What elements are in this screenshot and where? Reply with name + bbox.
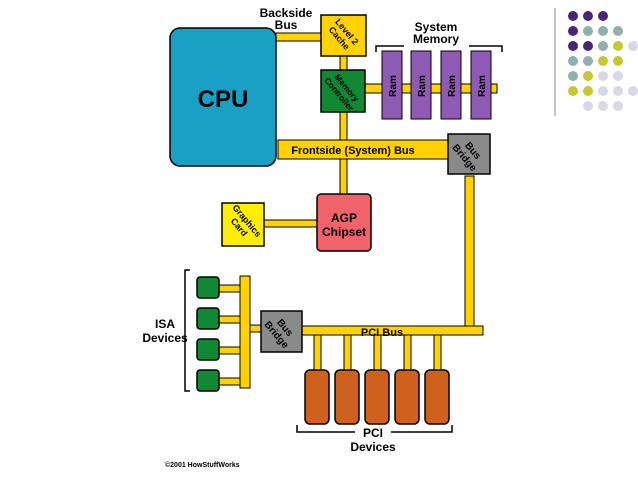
- graphics-card-block: Graphics Card: [221, 202, 265, 247]
- pci-drop-4: [403, 334, 412, 371]
- isa-device-1: [196, 276, 220, 299]
- decorative-dot-grid: [568, 11, 638, 111]
- frontside-bus-label: Frontside (System) Bus: [291, 145, 414, 157]
- level2-cache-block: Level 2 Cache: [320, 14, 367, 57]
- agp-chipset-label-line1: AGP: [331, 211, 357, 225]
- pci-devices: [304, 369, 450, 425]
- isa-stub-1: [217, 284, 241, 293]
- isa-stub-3: [217, 346, 241, 355]
- frontside-agp-link: [339, 158, 348, 196]
- backside-bus-label-line2: Bus: [275, 18, 298, 32]
- isa-device-4: [196, 369, 220, 392]
- bridge-pci-vertical: [464, 175, 475, 329]
- ram-module-1: Ram: [381, 50, 403, 120]
- isa-stub-4: [217, 377, 241, 386]
- copyright-text: ©2001 HowStuffWorks: [165, 461, 240, 469]
- isa-device-3: [196, 338, 220, 361]
- bus-bridge-lower: Bus Bridge: [260, 310, 303, 353]
- bus-bridge-upper: Bus Bridge: [447, 133, 491, 175]
- pci-drop-5: [433, 334, 442, 371]
- ram-label-2: Ram: [417, 75, 428, 97]
- pci-devices-bracket: [296, 425, 453, 433]
- ram-label-4: Ram: [477, 75, 488, 97]
- ram-module-3: Ram: [440, 50, 462, 120]
- pci-devices-label-line1: PCI: [363, 426, 383, 440]
- agp-chipset-block: AGP Chipset: [316, 193, 372, 252]
- isa-device-2: [196, 307, 220, 330]
- backside-bus: [275, 32, 325, 42]
- isa-devices-label-line1: ISA: [155, 317, 175, 331]
- isa-devices-label-line2: Devices: [142, 331, 188, 345]
- pci-bus-label: PCI Bus: [361, 327, 403, 339]
- ram-module-4: Ram: [470, 50, 492, 120]
- graphics-agp-link: [263, 219, 318, 228]
- ram-label-1: Ram: [388, 75, 399, 97]
- isa-devices: [196, 276, 220, 392]
- pci-device-2: [334, 369, 360, 425]
- pci-device-3: [364, 369, 390, 425]
- cpu-label: CPU: [198, 86, 249, 113]
- isa-stub-2: [217, 315, 241, 324]
- controller-frontside-link: [339, 111, 348, 141]
- system-memory-label-line2: Memory: [413, 32, 459, 46]
- isa-bus: [239, 275, 251, 389]
- pci-drop-3: [373, 334, 382, 371]
- pci-device-5: [424, 369, 450, 425]
- pci-device-1: [304, 369, 330, 425]
- agp-chipset-label-line2: Chipset: [322, 225, 366, 239]
- cache-controller-link: [339, 54, 348, 72]
- ram-label-3: Ram: [447, 75, 458, 97]
- pci-device-4: [394, 369, 420, 425]
- ram-modules: Ram Ram Ram Ram: [381, 50, 492, 120]
- pci-drop-2: [343, 334, 352, 371]
- pci-devices-label-line2: Devices: [350, 440, 396, 454]
- backside-bus-label-line1: Backside: [260, 6, 313, 20]
- ram-module-2: Ram: [410, 50, 432, 120]
- pci-drop-1: [313, 334, 322, 371]
- memory-controller-block: Memory Controller: [320, 69, 366, 114]
- system-memory-bracket: [375, 45, 503, 52]
- system-memory-label-line1: System: [415, 20, 458, 34]
- cpu-block: CPU: [169, 27, 277, 167]
- isa-devices-bracket: [184, 269, 190, 392]
